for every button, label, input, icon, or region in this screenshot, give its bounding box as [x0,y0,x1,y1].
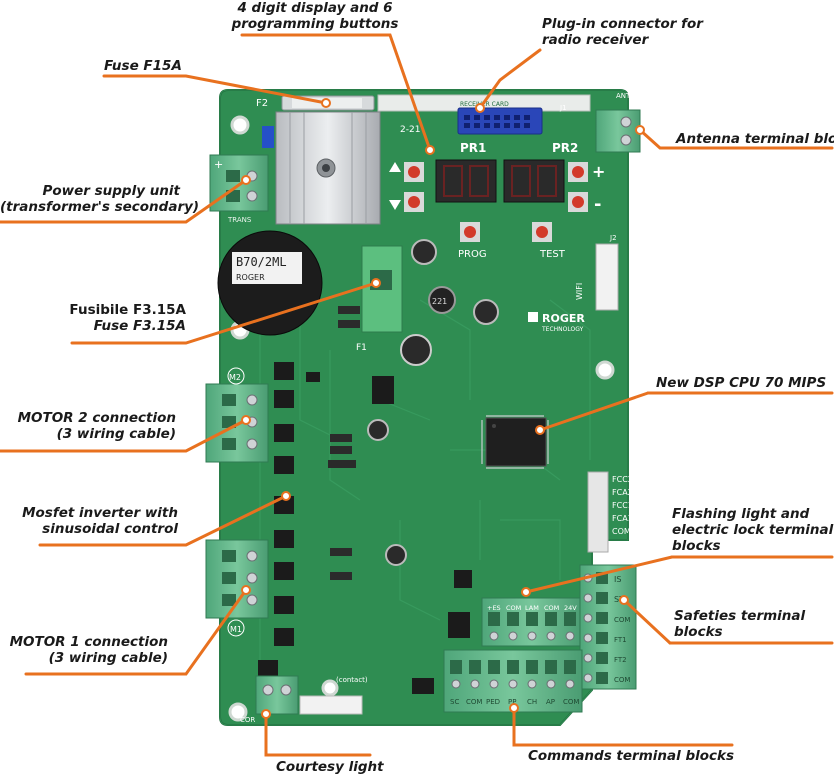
right-col-label-5: COM [612,527,631,536]
command-label-7: COM [563,698,579,706]
commands-terminal-block: SC COM PED PP CH AP COM [443,649,583,713]
pr1-label: PR1 [460,141,486,155]
svg-text:+: + [592,162,605,181]
callout-commands: Commands terminal blocks [528,748,735,764]
callout-courtesy-light: Courtesy light [276,759,384,775]
dsp-chip [481,415,549,469]
prog-label: PROG [458,249,487,260]
limit-switch-header: FCC2 FCA2 FCC1 FCA1 COM +24V [587,471,635,553]
test-label: TEST [539,249,566,260]
right-col-label-2: FCA2 [612,488,633,497]
callout-fuse-f15a: Fuse F15A [104,58,182,74]
safety-label-6: COM [614,676,630,684]
f1-label: F1 [356,343,367,353]
cap221-label: 221 [432,297,447,306]
contact-label: (contact) [336,676,368,684]
callout-power-supply: Power supply unit(transformer's secondar… [0,183,200,215]
flashing-terminal-block: +ES COM LAM COM 24V [481,597,583,647]
command-label-1: SC [450,698,459,706]
leader-dots [241,98,645,719]
j1-label: J1 [559,104,567,112]
pcb-board [219,89,629,726]
callout-antenna: Antenna terminal block [676,131,834,147]
heatsink [275,111,381,225]
button-up [404,162,424,182]
safety-label-1: IS [614,575,621,584]
logo-line-2: TECHNOLOGY [541,326,584,333]
command-label-6: AP [546,698,555,706]
blue-capacitor [262,126,274,148]
relay-brand-label: ROGER [236,273,265,282]
fuse-f315a: F1 [356,245,403,353]
command-label-3: PED [486,698,500,706]
command-label-5: CH [527,698,537,706]
flash-label-3: LAM [525,604,539,612]
callout-dsp-cpu: New DSP CPU 70 MIPS [656,375,827,391]
callout-motor1: MOTOR 1 connection(3 wiring cable) [9,634,168,666]
safety-label-4: FT1 [614,636,627,644]
right-col-label-4: FCA1 [612,514,633,523]
flash-label-5: 24V [564,604,577,612]
button-plus [568,162,588,182]
button-test [532,222,552,242]
trans-label: TRANS [227,216,252,224]
command-label-2: COM [466,698,482,706]
capacitors: 221 [367,239,499,566]
flash-label-1: +ES [487,604,501,612]
wifi-connector: WIFI J2 [575,234,619,311]
cor-label: COR [240,716,255,724]
j2-label: J2 [609,234,617,242]
pr2-label: PR2 [552,141,578,155]
mosfets [258,362,472,694]
safety-label-3: COM [614,616,630,624]
button-prog [460,222,480,242]
svg-text:+: + [214,158,223,171]
receiver-card-label: RECEIVER CARD [460,101,509,108]
callout-motor2: MOTOR 2 connection(3 wiring cable) [17,410,176,442]
logo-line-1: ROGER [542,312,585,325]
ant-label: ANT [616,92,631,100]
round-component: B70/2ML ROGER [217,230,323,336]
relay-model-label: B70/2ML [236,255,287,269]
svg-text:-: - [594,194,601,215]
board-code-label: 2-21 [400,125,420,135]
power-terminal-block: + TRANS [209,154,269,224]
m2-label: M2 [229,373,241,382]
button-minus [568,192,588,212]
m1-label: M1 [230,625,242,634]
flash-label-2: COM [506,604,521,612]
flash-label-4: COM [544,604,559,612]
command-label-4: PP [508,698,516,706]
safeties-terminal-block: IS ST COM FT1 FT2 COM [579,564,637,690]
antenna-terminal-block: ANT [595,92,641,153]
courtesy-terminal-block: COR (contact) [240,675,368,724]
right-col-label-6: +24V [612,540,635,549]
leader-lines [0,33,834,757]
right-col-label-1: FCC2 [612,475,633,484]
resistors [330,306,360,580]
button-down [404,192,424,212]
display-panel: 2-21 PR1 PR2 PROG TEST + - [389,125,605,260]
safety-label-5: FT2 [614,656,627,664]
right-col-label-3: FCC1 [612,501,633,510]
wifi-label: WIFI [575,283,584,300]
f2-label: F2 [256,98,268,109]
roger-logo: ROGER TECHNOLOGY [528,312,585,333]
